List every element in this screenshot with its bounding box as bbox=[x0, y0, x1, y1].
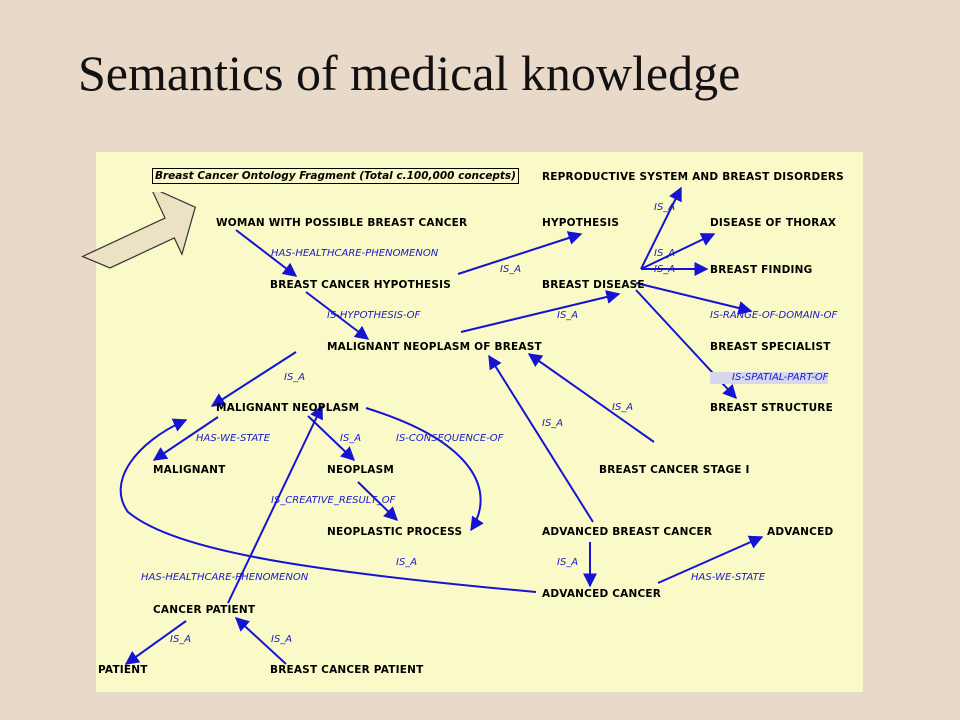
relation-label: IS_CREATIVE_RESULT_OF bbox=[271, 495, 396, 506]
relation-label: HAS-HEALTHCARE-PHENOMENON bbox=[271, 248, 439, 259]
relation-label: IS_A bbox=[557, 310, 579, 321]
concept-breast-structure: BREAST STRUCTURE bbox=[710, 402, 833, 414]
concept-disease-of-thorax: DISEASE OF THORAX bbox=[710, 217, 837, 229]
relation-label: IS_A bbox=[271, 634, 293, 645]
relation-label: IS-HYPOTHESIS-OF bbox=[327, 310, 421, 321]
concept-malignant-neoplasm: MALIGNANT NEOPLASM bbox=[216, 402, 360, 414]
ontology-fragment-label: Breast Cancer Ontology Fragment (Total c… bbox=[152, 168, 519, 184]
concept-advanced-cancer: ADVANCED CANCER bbox=[542, 588, 662, 600]
edge bbox=[457, 231, 583, 275]
relation-label: IS_A bbox=[542, 418, 564, 429]
concept-breast-cancer-stage-i: BREAST CANCER STAGE I bbox=[599, 464, 750, 476]
slide-title: Semantics of medical knowledge bbox=[78, 45, 741, 101]
concept-breast-specialist: BREAST SPECIALIST bbox=[710, 341, 831, 353]
relation-label: IS_A bbox=[557, 557, 579, 568]
relation-label: IS_A bbox=[500, 264, 522, 275]
edge bbox=[635, 282, 753, 315]
edge bbox=[234, 617, 287, 665]
concept-breast-cancer-patient: BREAST CANCER PATIENT bbox=[270, 664, 424, 676]
concept-woman-with-possible-breast-cancer: WOMAN WITH POSSIBLE BREAST CANCER bbox=[216, 217, 468, 229]
relation-label: IS_A bbox=[170, 634, 192, 645]
relation-label: IS_A bbox=[654, 202, 676, 213]
relation-label: HAS-HEALTHCARE-PHENOMENON bbox=[141, 572, 309, 583]
edge bbox=[210, 351, 297, 407]
relation-label: IS-SPATIAL-PART-OF bbox=[710, 372, 829, 384]
edge bbox=[227, 404, 323, 604]
concept-hypothesis: HYPOTHESIS bbox=[542, 217, 620, 229]
concept-breast-cancer-hypothesis: BREAST CANCER HYPOTHESIS bbox=[270, 279, 451, 291]
relation-edges bbox=[119, 186, 764, 665]
edge bbox=[307, 415, 356, 461]
relation-label: IS_A bbox=[340, 433, 362, 444]
concept-breast-finding: BREAST FINDING bbox=[710, 264, 813, 276]
edge bbox=[488, 354, 594, 523]
relation-label: IS_A bbox=[612, 402, 634, 413]
relation-label: IS_A bbox=[284, 372, 306, 383]
concept-neoplasm: NEOPLASM bbox=[327, 464, 395, 476]
concept-patient: PATIENT bbox=[98, 664, 148, 676]
edge bbox=[460, 290, 621, 333]
edge bbox=[357, 481, 399, 521]
edge bbox=[640, 186, 682, 270]
concept-advanced-breast-cancer: ADVANCED BREAST CANCER bbox=[542, 526, 713, 538]
edge bbox=[640, 233, 716, 270]
concept-neoplastic-process: NEOPLASTIC PROCESS bbox=[327, 526, 463, 538]
relation-label: IS_A bbox=[396, 557, 418, 568]
edge bbox=[235, 229, 298, 277]
concept-malignant-neoplasm-of-breast: MALIGNANT NEOPLASM OF BREAST bbox=[327, 341, 542, 353]
concept-breast-disease: BREAST DISEASE bbox=[542, 279, 645, 291]
concept-cancer-patient: CANCER PATIENT bbox=[153, 604, 256, 616]
edge bbox=[124, 620, 187, 665]
edge bbox=[365, 407, 484, 532]
edge bbox=[657, 535, 764, 584]
concept-malignant: MALIGNANT bbox=[153, 464, 226, 476]
edge bbox=[119, 418, 537, 593]
concept-reproductive-system-and-breast-disorders: REPRODUCTIVE SYSTEM AND BREAST DISORDERS bbox=[542, 171, 844, 183]
relation-label: IS_A bbox=[654, 264, 676, 275]
relation-label: HAS-WE-STATE bbox=[196, 433, 271, 444]
relation-label: IS-RANGE-OF-DOMAIN-OF bbox=[710, 310, 838, 321]
relation-label: IS_A bbox=[654, 248, 676, 259]
pointer-arrow-icon bbox=[81, 192, 197, 269]
edge bbox=[152, 416, 219, 461]
edge bbox=[527, 353, 655, 443]
edge bbox=[305, 291, 370, 340]
relation-label: IS-CONSEQUENCE-OF bbox=[396, 433, 504, 444]
ontology-diagram: Breast Cancer Ontology Fragment (Total c… bbox=[96, 152, 863, 692]
relation-label: HAS-WE-STATE bbox=[691, 572, 766, 583]
concept-advanced: ADVANCED bbox=[767, 526, 834, 538]
